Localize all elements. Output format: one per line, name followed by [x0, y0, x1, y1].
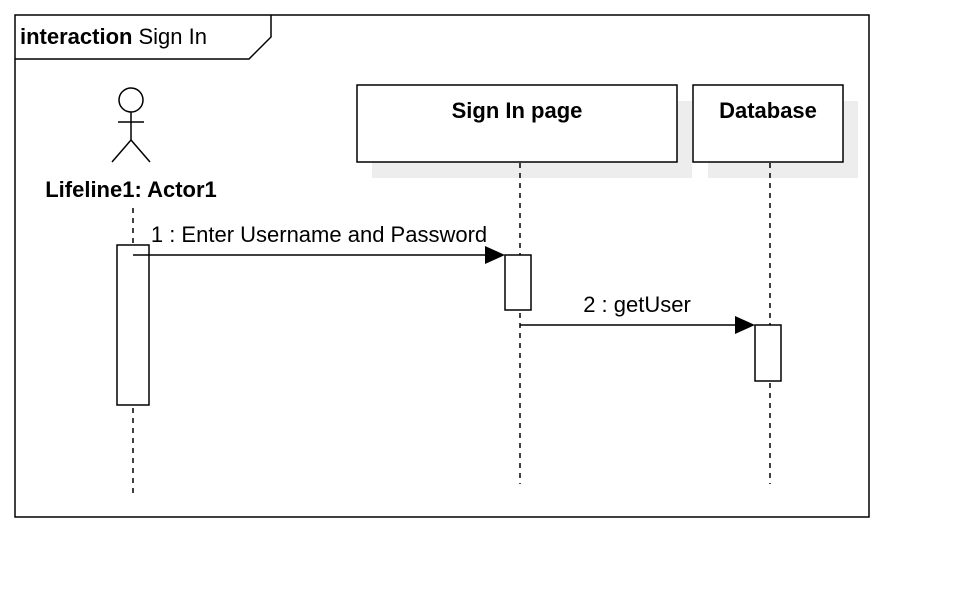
database-label: Database	[719, 98, 817, 123]
sign-in-page-header	[356, 84, 678, 163]
message-1-label: 1 : Enter Username and Password	[151, 222, 487, 247]
frame-name: Sign In	[138, 24, 207, 49]
database-activation-bar	[754, 324, 782, 382]
database-header	[692, 84, 844, 163]
actor-lifeline-label: Lifeline1: Actor1	[45, 177, 217, 202]
sign-in-page-activation-bar	[504, 254, 532, 311]
message-2-arrowhead-icon	[735, 316, 755, 334]
frame-name-tab	[15, 15, 272, 60]
sign-in-page-label: Sign In page	[452, 98, 583, 123]
frame-keyword: interaction	[20, 24, 132, 49]
actor-figure-icon	[111, 87, 151, 163]
message-1-arrowhead-icon	[485, 246, 505, 264]
message-2-label: 2 : getUser	[583, 292, 691, 317]
actor-activation-bar	[116, 244, 150, 406]
